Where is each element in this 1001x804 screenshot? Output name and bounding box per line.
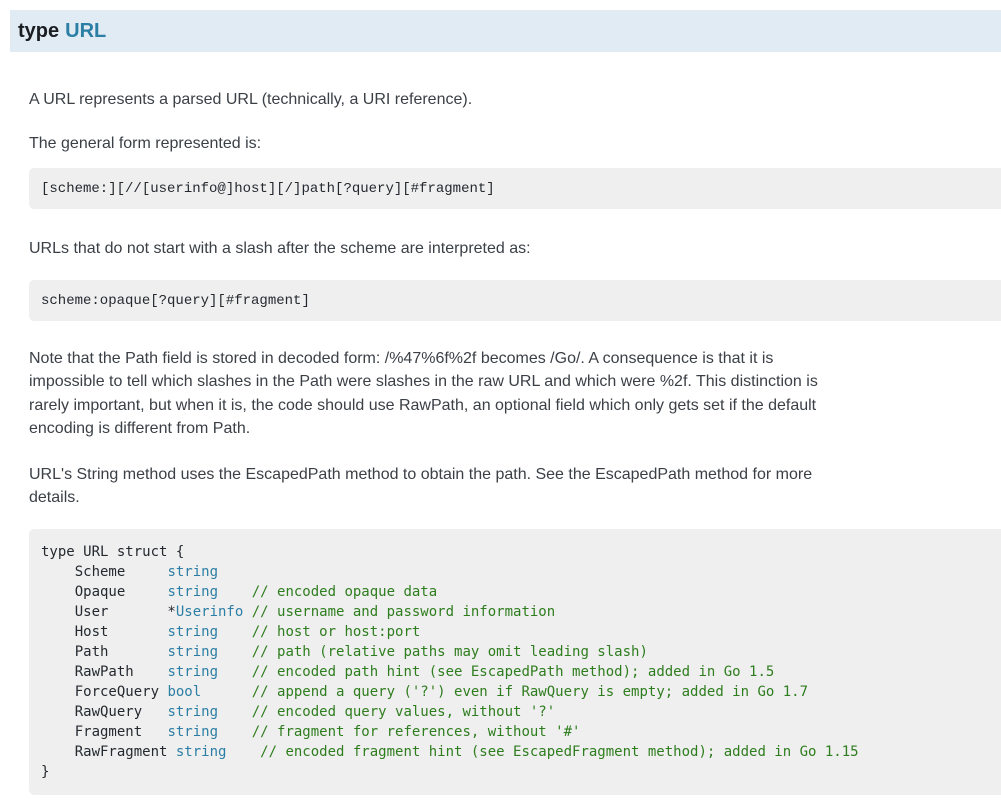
type-link-string[interactable]: string — [167, 663, 219, 680]
code-text: ForceQuery — [41, 683, 168, 700]
struct-code-line: type URL struct { — [41, 542, 989, 562]
struct-code-line: Host string // host or host:port — [41, 622, 989, 642]
struct-code-line: Opaque string // encoded opaque data — [41, 582, 989, 602]
type-link-string[interactable]: string — [167, 563, 219, 580]
code-comment: // encoded opaque data — [251, 583, 438, 600]
code-text — [226, 744, 260, 760]
code-text — [218, 664, 252, 680]
code-text: Opaque — [41, 583, 168, 600]
code-comment: // encoded query values, without '?' — [251, 703, 556, 720]
code-text: Path — [41, 643, 168, 660]
type-keyword: type — [18, 19, 60, 42]
paragraph-url-represents: A URL represents a parsed URL (technical… — [29, 91, 473, 108]
code-text — [243, 604, 251, 620]
code-comment: // username and password information — [251, 603, 556, 620]
code-text: RawPath — [41, 663, 168, 680]
struct-code-line: RawPath string // encoded path hint (see… — [41, 662, 989, 682]
struct-code: type URL struct { Scheme string Opaque s… — [29, 528, 1001, 795]
type-url-anchor[interactable]: URL — [65, 19, 107, 42]
code-text: RawQuery — [41, 703, 168, 720]
code-opaque-form: scheme:opaque[?query][#fragment] — [41, 292, 310, 309]
struct-code-line: ForceQuery bool // append a query ('?') … — [41, 682, 989, 702]
paragraph-no-slash: URLs that do not start with a slash afte… — [29, 240, 531, 257]
code-comment: // path (relative paths may omit leading… — [251, 643, 648, 660]
code-text: User * — [41, 603, 176, 620]
type-link-bool[interactable]: bool — [167, 683, 202, 700]
code-text: Host — [41, 623, 168, 640]
type-link-string[interactable]: string — [167, 643, 219, 660]
code-general-form: [scheme:][//[userinfo@]host][/]path[?que… — [41, 181, 495, 197]
codeblock-general-form: [scheme:][//[userinfo@]host][/]path[?que… — [29, 168, 1001, 209]
type-link-string[interactable]: string — [167, 583, 219, 600]
paragraph-path-decoded-note: Note that the Path field is stored in de… — [29, 349, 818, 438]
code-text — [218, 724, 252, 740]
doc-content: A URL represents a parsed URL (technical… — [29, 88, 1001, 795]
code-comment: // append a query ('?') even if RawQuery… — [251, 683, 809, 700]
code-text: } — [41, 763, 50, 780]
code-comment: // fragment for references, without '#' — [251, 723, 581, 740]
type-link-string[interactable]: string — [167, 723, 219, 740]
struct-code-line: Fragment string // fragment for referenc… — [41, 722, 989, 742]
struct-code-line: Path string // path (relative paths may … — [41, 642, 989, 662]
type-link-string[interactable]: string — [167, 623, 219, 640]
code-text: type URL struct { — [41, 543, 185, 560]
type-link-string[interactable]: string — [175, 743, 227, 760]
code-comment: // encoded fragment hint (see EscapedFra… — [260, 743, 859, 760]
struct-code-line: RawFragment string // encoded fragment h… — [41, 742, 989, 762]
struct-code-line: User *Userinfo // username and password … — [41, 602, 989, 622]
code-comment: // encoded path hint (see EscapedPath me… — [251, 663, 775, 680]
code-text — [201, 684, 252, 700]
struct-code-line: } — [41, 762, 989, 782]
code-text: RawFragment — [41, 743, 176, 760]
type-link-string[interactable]: string — [167, 703, 219, 720]
paragraph-string-method: URL's String method uses the EscapedPath… — [29, 465, 813, 507]
struct-code-line: Scheme string — [41, 562, 989, 582]
code-text — [218, 624, 252, 640]
struct-code-line: RawQuery string // encoded query values,… — [41, 702, 989, 722]
type-link-userinfo[interactable]: Userinfo — [175, 603, 244, 620]
code-text: Fragment — [41, 723, 168, 740]
code-text: Scheme — [41, 563, 168, 580]
paragraph-general-form: The general form represented is: — [29, 134, 262, 152]
codeblock-opaque-form: scheme:opaque[?query][#fragment] — [29, 279, 1001, 321]
type-declaration-header: type URL — [10, 10, 1001, 52]
code-comment: // host or host:port — [251, 623, 421, 640]
code-text — [218, 584, 252, 600]
code-text — [218, 704, 252, 720]
code-text — [218, 644, 252, 660]
